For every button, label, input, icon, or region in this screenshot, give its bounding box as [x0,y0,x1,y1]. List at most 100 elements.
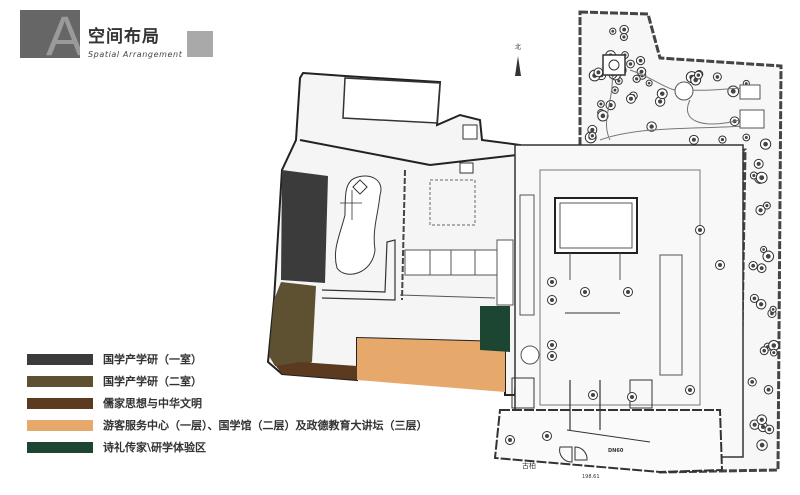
tree-icon-core [759,302,764,307]
tree-icon-core [622,35,626,39]
garden-roundabout [674,81,694,101]
tree-icon-core [765,253,771,259]
room-square [459,162,474,174]
garden-building [739,109,765,129]
tree-icon-core [730,88,736,94]
tree-icon-core [744,82,748,85]
building-outline-left [266,71,521,396]
tree-icon-core [549,353,555,359]
north-label: 北 [515,43,521,51]
legend-swatch [27,419,93,431]
tree-icon-core [596,70,601,75]
side-hall-east [659,254,683,376]
tree-icon-core [660,91,665,96]
tree-icon-core [590,134,594,138]
inner-court [539,169,701,406]
tree-icon-core [628,96,633,101]
tree-icon-core [638,58,643,63]
tree-icon-core [600,113,606,119]
legend-item: 儒家思想与中华文明 [27,392,428,414]
tree-icon-core [611,29,615,33]
zone-research-room-1 [281,170,328,283]
tree-icon-core [715,75,720,79]
tree-icon-core [599,102,603,106]
tree-icon-core [765,203,769,208]
tree-icon-core [752,173,756,178]
pipe-line [566,429,651,443]
tree-icon-core [758,208,763,213]
legend-swatch [27,353,93,365]
tree-icon-core [507,437,513,443]
legend-item: 游客服务中心（一层）、国学馆（二层）及政德教育大讲坛（三层） [27,414,428,436]
north-arrow-icon [515,56,521,76]
tree-icon-core [639,69,644,74]
header-decor-square [187,31,213,57]
tree-icon-core [613,88,617,92]
zone-visitor-center [357,338,505,392]
tree-icon-core [549,279,555,285]
tree-icon-core [687,387,693,393]
tree-icon-core [617,79,621,83]
tree-icon-core [771,343,777,348]
ancient-cypress-label: 古柏 [522,461,536,470]
elevation-label: 198.61 [582,474,600,480]
tree-icon-core [720,137,725,142]
rockery-icon [352,179,368,195]
tree-icon-core [760,424,766,430]
hall-top [342,77,441,124]
pavilion [602,54,626,76]
legend: 国学产学研（一室） 国学产学研（二室） 儒家思想与中华文明 游客服务中心（一层）… [27,348,428,458]
page-title: 空间布局 [88,27,160,47]
tree-icon-core [696,73,701,77]
corridor [321,239,396,301]
legend-swatch [27,441,93,453]
tree-icon-core [544,433,550,439]
south-gate-area [493,409,724,474]
legend-label: 诗礼传家\研学体验区 [103,441,207,454]
tree-icon-core [658,99,663,104]
section-letter: A [46,10,80,58]
tree-icon-core [744,135,748,139]
room-square [462,124,478,140]
tree-icon-core [622,27,627,32]
zone-confucian-culture [276,362,357,380]
tree-icon-core [590,392,596,398]
legend-label: 国学产学研（一室） [103,353,202,366]
tree-icon-core [752,296,757,301]
side-hall-west [519,194,535,316]
interior-strip [496,239,514,306]
legend-item: 诗礼传家\研学体验区 [27,436,428,458]
legend-swatch [27,375,93,387]
tree-icon-core [691,137,696,142]
tree-icon-core [625,289,631,295]
tree-icon-core [759,266,764,271]
wall [299,139,431,166]
tree-icon-core [766,387,771,392]
legend-label: 国学产学研（二室） [103,375,202,388]
tree-icon-core [549,342,555,348]
tree-icon-core [771,307,775,311]
main-hall [554,197,638,254]
section-letter-box: A [20,10,80,58]
tree-icon-core [759,417,764,422]
tree-icon-core [582,289,588,295]
tree-icon-core [767,427,772,432]
garden-building [739,84,761,100]
dashed-zone [429,179,476,226]
well [520,345,540,365]
zone-research-room-2 [269,282,316,370]
door-swing [559,446,588,463]
tree-icon-core [750,380,755,384]
tree-icon-core [590,127,595,132]
tree-icon-core [697,227,703,233]
pond [334,175,382,275]
legend-item: 国学产学研（一室） [27,348,428,370]
tree-icon-core [717,262,723,268]
tree-icon-core [549,297,555,303]
pavilion-circle [608,59,620,71]
page-subtitle: Spatial Arrangement [88,50,183,59]
tree-icon-core [647,81,651,85]
exhibit-rooms [404,249,498,276]
side-room [511,377,535,409]
